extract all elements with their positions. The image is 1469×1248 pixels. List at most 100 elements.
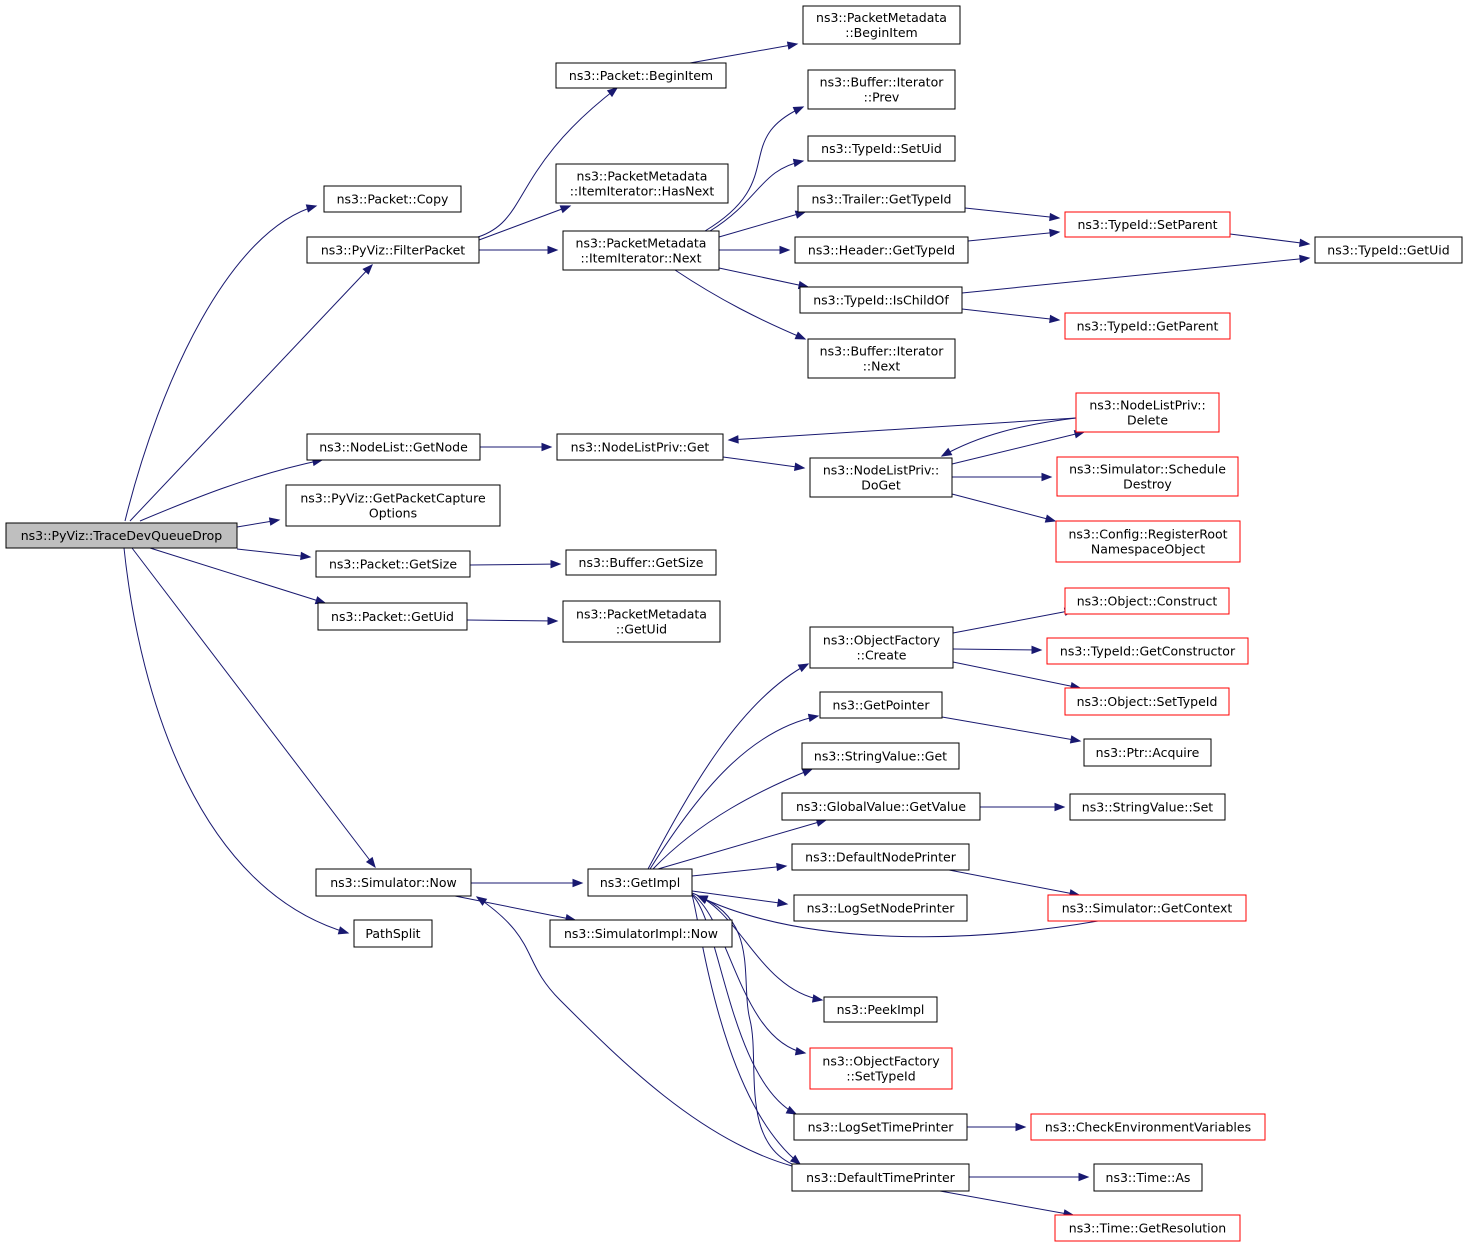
edge-trailer-setparent: [964, 207, 1061, 222]
arrowhead-icon: [807, 713, 820, 723]
node-setuid[interactable]: ns3::TypeId::SetUid: [807, 135, 956, 162]
arrowhead-icon: [541, 442, 553, 452]
node-pkt-getsize[interactable]: ns3::Packet::GetSize: [315, 550, 471, 578]
node-box: [1314, 236, 1463, 264]
edge-line: [697, 895, 1099, 938]
edge-line: [469, 563, 561, 566]
node-box: [807, 69, 956, 110]
node-setparent[interactable]: ns3::TypeId::SetParent: [1064, 211, 1231, 238]
node-pm-getuid[interactable]: ns3::PacketMetadata::GetUid: [562, 600, 721, 643]
nodes: ns3::PyViz::TraceDevQueueDropns3::Packet…: [5, 5, 1463, 1242]
node-buf-next[interactable]: ns3::Buffer::Iterator::Next: [807, 338, 956, 379]
node-simimpl-now[interactable]: ns3::SimulatorImpl::Now: [549, 919, 733, 948]
arrowhead-icon: [362, 264, 373, 275]
node-box: [797, 185, 966, 213]
node-ischildof[interactable]: ns3::TypeId::IsChildOf: [799, 286, 963, 314]
edge-sim_now-getimpl: [471, 878, 584, 888]
edge-line: [941, 417, 1077, 457]
edge-line: [123, 547, 349, 934]
node-ptr-acquire[interactable]: ns3::Ptr::Acquire: [1083, 738, 1212, 767]
node-box: [793, 894, 968, 922]
edge-deftimeprinter-sim_now: [475, 896, 793, 1167]
node-nlp-delete[interactable]: ns3::NodeListPriv::Delete: [1075, 392, 1220, 433]
node-of-create[interactable]: ns3::ObjectFactory::Create: [809, 626, 954, 669]
node-box: [562, 230, 720, 271]
node-time-getres[interactable]: ns3::Time::GetResolution: [1054, 1214, 1241, 1242]
arrowhead-icon: [1044, 514, 1057, 523]
node-trailer[interactable]: ns3::Trailer::GetTypeId: [797, 185, 966, 213]
node-getparent[interactable]: ns3::TypeId::GetParent: [1064, 312, 1231, 340]
arrowhead-icon: [797, 663, 810, 673]
edge-getimpl-getpointer: [649, 713, 820, 870]
node-root[interactable]: ns3::PyViz::TraceDevQueueDrop: [5, 522, 238, 549]
node-label: ns3::Time::As: [1106, 1170, 1191, 1185]
node-buf-getsize[interactable]: ns3::Buffer::GetSize: [565, 549, 717, 576]
node-next[interactable]: ns3::PacketMetadata::ItemIterator::Next: [562, 230, 720, 271]
node-typeid-getuid[interactable]: ns3::TypeId::GetUid: [1314, 236, 1463, 264]
node-getnode[interactable]: ns3::NodeList::GetNode: [306, 433, 481, 461]
node-label: ns3::GlobalValue::GetValue: [796, 799, 966, 814]
node-box: [1064, 211, 1231, 238]
edge-line: [961, 257, 1310, 294]
node-label: ns3::TypeId::GetConstructor: [1060, 644, 1236, 659]
node-getcontext[interactable]: ns3::Simulator::GetContext: [1047, 894, 1247, 922]
edge-getcontext-getimpl: [696, 895, 1099, 938]
node-nlp-doget[interactable]: ns3::NodeListPriv::DoGet: [809, 457, 953, 498]
node-hasnext[interactable]: ns3::PacketMetadata::ItemIterator::HasNe…: [555, 163, 729, 204]
edge-line: [647, 663, 809, 870]
node-filter[interactable]: ns3::PyViz::FilterPacket: [306, 236, 480, 264]
node-logsetnode[interactable]: ns3::LogSetNodePrinter: [793, 894, 968, 922]
node-beginitem[interactable]: ns3::Packet::BeginItem: [555, 62, 727, 89]
node-gv-getvalue[interactable]: ns3::GlobalValue::GetValue: [781, 792, 981, 821]
node-pm-beginitem[interactable]: ns3::PacketMetadata::BeginItem: [802, 5, 961, 45]
node-sim-now[interactable]: ns3::Simulator::Now: [315, 868, 472, 897]
node-sv-get[interactable]: ns3::StringValue::Get: [801, 742, 960, 770]
node-peekimpl[interactable]: ns3::PeekImpl: [823, 996, 938, 1023]
node-getconstructor[interactable]: ns3::TypeId::GetConstructor: [1046, 637, 1249, 665]
node-box: [1030, 1113, 1266, 1141]
node-sv-set[interactable]: ns3::StringValue::Set: [1069, 793, 1226, 821]
arrowhead-icon: [1078, 1172, 1090, 1182]
node-pkt-getuid[interactable]: ns3::Packet::GetUid: [317, 602, 468, 631]
node-obj-construct[interactable]: ns3::Object::Construct: [1064, 587, 1230, 615]
edge-beginitem-pm_beginitem: [689, 41, 799, 64]
node-defnodeprinter[interactable]: ns3::DefaultNodePrinter: [791, 843, 970, 871]
node-nlp-get[interactable]: ns3::NodeListPriv::Get: [556, 433, 724, 461]
edge-line: [941, 716, 1081, 742]
node-header[interactable]: ns3::Header::GetTypeId: [794, 236, 969, 264]
edge-line: [454, 895, 576, 921]
node-label: ns3::StringValue::Get: [814, 749, 947, 764]
edge-nlp_delete-nlp_get: [727, 417, 1077, 444]
node-label: ns3::Buffer::Iterator: [820, 75, 945, 90]
node-box: [809, 626, 954, 669]
node-box: [807, 338, 956, 379]
edge-line: [478, 205, 571, 241]
arrowhead-icon: [792, 106, 805, 115]
node-getimpl[interactable]: ns3::GetImpl: [587, 868, 693, 897]
node-getpointer[interactable]: ns3::GetPointer: [819, 691, 943, 719]
edge-line: [951, 431, 1085, 465]
node-copy[interactable]: ns3::Packet::Copy: [323, 185, 462, 213]
node-deftimeprinter[interactable]: ns3::DefaultTimePrinter: [791, 1163, 970, 1192]
arrowhead-icon: [792, 158, 805, 168]
node-obj-settypeid[interactable]: ns3::Object::SetTypeId: [1064, 687, 1230, 716]
node-label: ::Create: [857, 648, 907, 663]
node-of-settypeid[interactable]: ns3::ObjectFactory::SetTypeId: [809, 1047, 953, 1090]
edge-logsettime-checkenv: [967, 1122, 1027, 1132]
node-time-as[interactable]: ns3::Time::As: [1093, 1163, 1203, 1192]
edge-filter-next: [479, 245, 559, 255]
node-pathsplit[interactable]: PathSplit: [353, 919, 433, 948]
node-label: ::Next: [863, 359, 901, 374]
node-box: [794, 236, 969, 264]
node-buf-prev[interactable]: ns3::Buffer::Iterator::Prev: [807, 69, 956, 110]
node-box: [799, 286, 963, 314]
edge-getimpl-logsettime: [691, 894, 798, 1115]
edge-getimpl-of_settypeid: [691, 893, 807, 1056]
node-box: [1064, 312, 1231, 340]
node-label: ns3::PyViz::GetPacketCapture: [300, 491, 486, 506]
node-checkenv[interactable]: ns3::CheckEnvironmentVariables: [1030, 1113, 1266, 1141]
node-logsettime[interactable]: ns3::LogSetTimePrinter: [793, 1113, 968, 1141]
